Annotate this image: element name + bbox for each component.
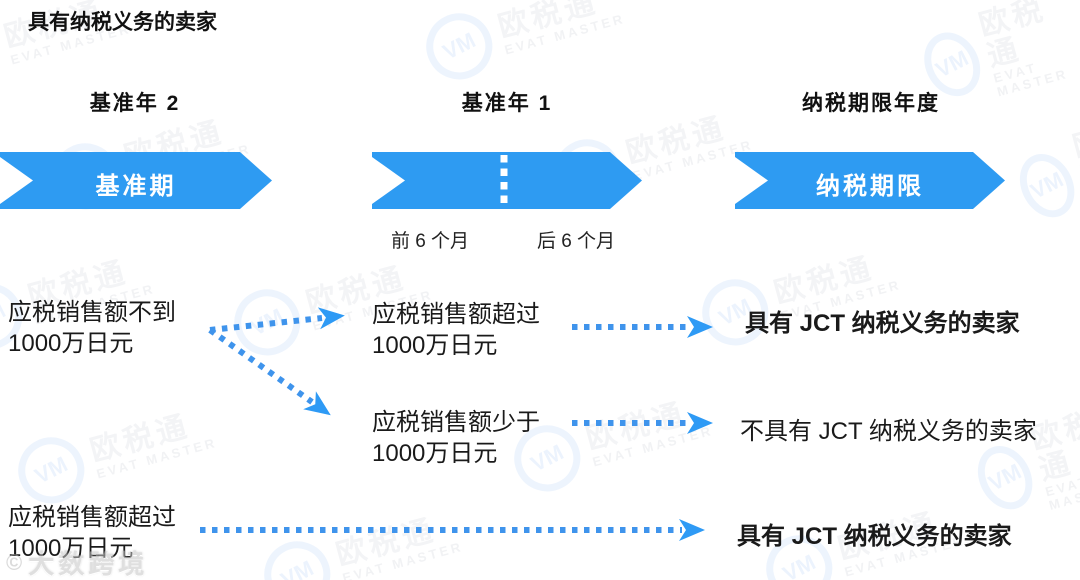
- tax-period-banner: [735, 152, 1005, 209]
- dashukuajing-watermark: © 大数跨境: [6, 544, 148, 580]
- fork-arrow-up: [209, 307, 345, 333]
- tax-period-banner-notch: [735, 157, 768, 204]
- copyright-icon: ©: [6, 549, 23, 575]
- fork-arrow-down: [208, 327, 331, 416]
- dashukuajing-watermark-text: 大数跨境: [28, 549, 149, 579]
- base-year1-banner-notch: [372, 157, 405, 204]
- base-year1-banner: [372, 152, 642, 209]
- base-period-banner: [0, 152, 272, 209]
- base-period-banner-notch: [0, 157, 33, 204]
